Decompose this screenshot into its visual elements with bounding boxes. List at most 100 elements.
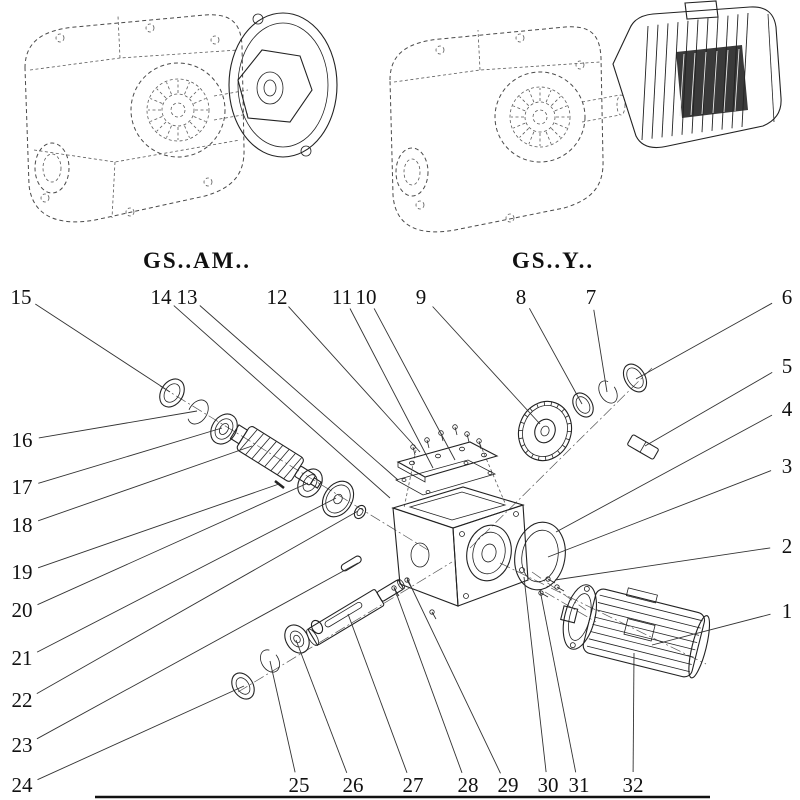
leader-line-23 — [36, 562, 359, 740]
housing-screws — [391, 577, 437, 620]
worm-gear-wheel — [517, 400, 573, 462]
leader-line-5 — [644, 372, 773, 447]
gearbox-variant-y-drawing — [389, 0, 782, 233]
part-number-29: 29 — [498, 773, 519, 797]
part-number-20: 20 — [12, 598, 33, 622]
motor-axis-line — [499, 562, 707, 665]
gearbox-variant-am-drawing — [24, 12, 338, 223]
leader-line-24 — [37, 685, 245, 781]
part-number-27: 27 — [403, 773, 424, 797]
inspection-cover — [396, 441, 499, 483]
worm-bearing — [297, 468, 323, 498]
gear-axis-line — [469, 367, 653, 549]
leader-line-16 — [38, 410, 198, 439]
motor-flange-screws — [538, 576, 565, 598]
leader-line-9 — [432, 306, 541, 425]
gear-retaining-ring — [598, 380, 618, 404]
leader-line-26 — [295, 639, 348, 774]
leader-line-2 — [554, 547, 771, 581]
input-bearing — [210, 413, 238, 445]
bolt-axis-line — [531, 571, 587, 611]
input-axis-line — [159, 385, 429, 551]
output-shaft — [306, 578, 405, 647]
leader-line-13 — [199, 305, 399, 481]
leader-line-21 — [36, 497, 337, 653]
input-retaining-ring — [187, 399, 209, 425]
motor-fins-top — [641, 12, 749, 141]
output-flange-disc — [228, 12, 338, 158]
leader-line-6 — [635, 302, 773, 380]
cover-bolts — [410, 424, 482, 456]
leader-line-15 — [35, 303, 171, 393]
part-number-1: 1 — [782, 599, 793, 623]
leader-line-30 — [523, 576, 547, 773]
leader-line-27 — [347, 613, 408, 773]
part-number-11: 11 — [332, 285, 352, 309]
part-number-3: 3 — [782, 454, 793, 478]
cover-gasket — [394, 459, 497, 496]
output-bearing — [284, 624, 310, 654]
leader-line-4 — [555, 414, 773, 533]
part-number-24: 24 — [12, 773, 34, 797]
part-number-12: 12 — [267, 285, 288, 309]
part-number-23: 23 — [12, 733, 33, 757]
worm-threads — [239, 429, 302, 479]
part-number-10: 10 — [356, 285, 377, 309]
gear-cover-ring — [622, 363, 648, 393]
leader-line-7 — [593, 309, 608, 393]
part-number-26: 26 — [343, 773, 364, 797]
part-number-8: 8 — [516, 285, 527, 309]
leader-line-1 — [651, 613, 771, 646]
bolt-projection-line — [403, 449, 417, 509]
part-number-21: 21 — [12, 646, 33, 670]
part-number-15: 15 — [11, 285, 32, 309]
leader-line-32 — [632, 652, 635, 773]
leader-line-31 — [539, 589, 577, 773]
gear-housing — [391, 486, 529, 607]
motor-fins — [586, 594, 703, 673]
part-number-18: 18 — [12, 513, 33, 537]
output-axis-line — [237, 561, 453, 693]
shim-washer — [321, 480, 355, 518]
variant-label-right: GS..Y.. — [512, 248, 594, 273]
leader-line-10 — [373, 308, 456, 461]
part-number-30: 30 — [538, 773, 559, 797]
motor-fins-highlight — [679, 48, 740, 117]
leader-line-8 — [529, 308, 583, 405]
part-number-14: 14 — [151, 285, 173, 309]
variant-label-left: GS..AM.. — [143, 248, 251, 273]
input-seal-ring — [159, 378, 185, 408]
leader-line-20 — [37, 482, 309, 606]
dowel-pin — [274, 480, 285, 489]
leader-line-14 — [173, 305, 391, 499]
mounting-flange-ring — [514, 521, 566, 591]
motor-top-view — [612, 0, 782, 149]
part-number-5: 5 — [782, 354, 793, 378]
part-number-31: 31 — [569, 773, 590, 797]
small-ring — [353, 504, 367, 520]
worm-shaft — [229, 424, 322, 489]
drive-motor — [560, 584, 711, 679]
leader-line-28 — [393, 586, 463, 773]
bearing-hatch-left — [148, 80, 208, 140]
part-number-4: 4 — [782, 397, 793, 421]
leader-line-17 — [38, 427, 223, 484]
exploded-view — [159, 363, 711, 700]
leader-line-18 — [37, 445, 253, 522]
leader-line-11 — [349, 308, 434, 469]
gear-teeth — [518, 401, 572, 461]
part-number-28: 28 — [458, 773, 479, 797]
leader-line-25 — [269, 660, 296, 773]
leader-line-29 — [406, 577, 501, 774]
part-number-16: 16 — [12, 428, 33, 452]
leader-line-22 — [36, 510, 359, 694]
leader-line-3 — [547, 470, 772, 558]
part-number-2: 2 — [782, 534, 793, 558]
bearing-hatch-right — [511, 88, 569, 146]
part-number-25: 25 — [289, 773, 310, 797]
output-spacer-ring — [310, 619, 324, 635]
output-retaining-ring — [260, 649, 280, 673]
leader-line-12 — [288, 306, 421, 453]
